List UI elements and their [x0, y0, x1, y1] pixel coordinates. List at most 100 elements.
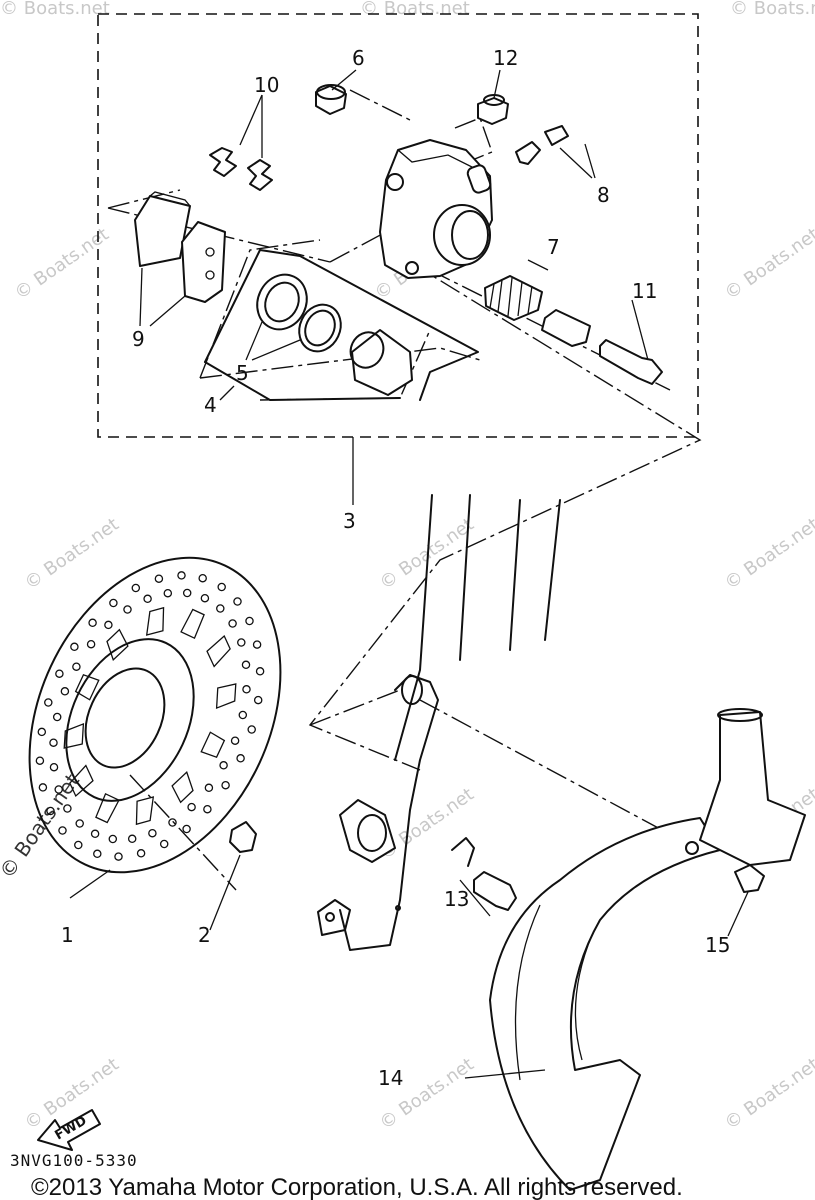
disc-hole: [136, 849, 146, 858]
disc-hole: [237, 638, 246, 647]
part-label-8: 8: [597, 183, 610, 207]
disc-hole: [236, 754, 245, 763]
brake-pads: [134, 191, 226, 303]
disc-hole: [255, 667, 265, 676]
part-label-1: 1: [61, 923, 74, 947]
diagram-code: 3NVG100-5330: [10, 1151, 138, 1170]
watermark: © Boats.net: [21, 514, 123, 594]
part-labels: 1 2 3 4 5 6 7 8 9 10 11 12 13 14 15: [61, 46, 730, 1090]
watermark: © Boats.net: [0, 0, 110, 19]
part-label-6: 6: [352, 46, 365, 70]
disc-slot: [206, 634, 231, 668]
disc-hole: [182, 824, 191, 834]
disc-hole: [219, 761, 228, 770]
disc-hole: [46, 806, 55, 816]
disc-hole: [253, 695, 263, 705]
disc-hole: [163, 588, 173, 598]
watermark: © Boats.net: [721, 514, 815, 594]
copyright-notice: ©2013 Yamaha Motor Corporation, U.S.A. A…: [31, 1174, 683, 1200]
leader-lines: [139, 69, 501, 401]
disc-hole: [123, 605, 132, 614]
disc-hole: [241, 660, 251, 670]
disc-hole: [238, 710, 248, 720]
disc-hole: [75, 819, 84, 828]
small-fittings: [315, 84, 596, 179]
slide-pin-parts: [484, 259, 663, 385]
disc-hole: [58, 826, 67, 835]
disc-hole: [44, 698, 53, 707]
disc-hole: [182, 588, 192, 598]
disc-hole: [217, 582, 226, 592]
disc-hole: [131, 583, 141, 593]
watermark: © Boats.net: [360, 0, 470, 19]
watermark: © Boats.net: [376, 784, 478, 864]
disc-hole: [216, 604, 225, 613]
disc-hole: [143, 594, 152, 604]
part-label-7: 7: [547, 235, 560, 259]
part-label-10: 10: [254, 73, 279, 97]
screw-15: [727, 864, 765, 937]
disc-slot: [106, 628, 129, 662]
disc-hole: [148, 828, 157, 838]
caliper-assembly-box: [97, 13, 699, 438]
disc-hole: [203, 804, 212, 814]
disc-hole: [74, 840, 83, 850]
disc-hole: [49, 738, 58, 747]
disc-hole: [90, 829, 100, 839]
disc-hole: [204, 783, 214, 793]
pad-springs: [209, 94, 273, 191]
watermark: © Boats.net: [721, 1054, 815, 1134]
disc-hole: [108, 834, 118, 844]
disc-cover: [464, 708, 806, 1191]
part-label-2: 2: [198, 923, 211, 947]
disc-hole: [177, 571, 186, 580]
part-label-5: 5: [236, 361, 249, 385]
disc-slot: [135, 796, 155, 826]
part-label-11: 11: [632, 279, 657, 303]
piston-seals: [204, 249, 479, 401]
disc-slot: [215, 683, 237, 710]
part-label-15: 15: [705, 933, 730, 957]
disc-hole: [114, 852, 123, 861]
part-label-13: 13: [444, 887, 469, 911]
disc-hole: [55, 669, 64, 678]
disc-hole: [230, 736, 240, 745]
part-label-9: 9: [132, 327, 145, 351]
disc-slot: [171, 770, 194, 804]
watermark: © Boats.net: [730, 0, 815, 19]
disc-hole: [127, 834, 137, 844]
disc-hole: [86, 639, 96, 649]
disc-hole: [72, 662, 81, 671]
bolt-2: [209, 821, 257, 931]
brake-disc: [28, 556, 282, 899]
disc-hole: [228, 619, 237, 628]
disc-slot: [95, 792, 120, 824]
part-label-14: 14: [378, 1066, 403, 1090]
disc-slot: [180, 608, 205, 640]
disc-slot: [63, 722, 85, 749]
part-label-4: 4: [204, 393, 217, 417]
disc-hole: [159, 839, 169, 849]
disc-hole: [88, 618, 97, 628]
disc-hole: [104, 620, 113, 630]
disc-slot: [145, 606, 165, 636]
caliper-body: [379, 139, 493, 279]
part-label-12: 12: [493, 46, 518, 70]
disc-hole: [221, 780, 230, 790]
disc-hole: [54, 785, 63, 794]
disc-slot: [74, 674, 100, 701]
disc-hole: [35, 756, 45, 765]
disc-hole: [70, 642, 79, 652]
front-fork: [317, 494, 561, 951]
disc-hole: [49, 762, 59, 772]
disc-hole: [52, 712, 62, 722]
disc-slot: [69, 764, 94, 798]
disc-slot: [200, 731, 226, 758]
disc-hole: [37, 727, 47, 737]
part-label-3: 3: [343, 509, 356, 533]
disc-hole: [198, 573, 207, 583]
disc-hole: [168, 818, 177, 827]
disc-hole: [63, 804, 72, 813]
